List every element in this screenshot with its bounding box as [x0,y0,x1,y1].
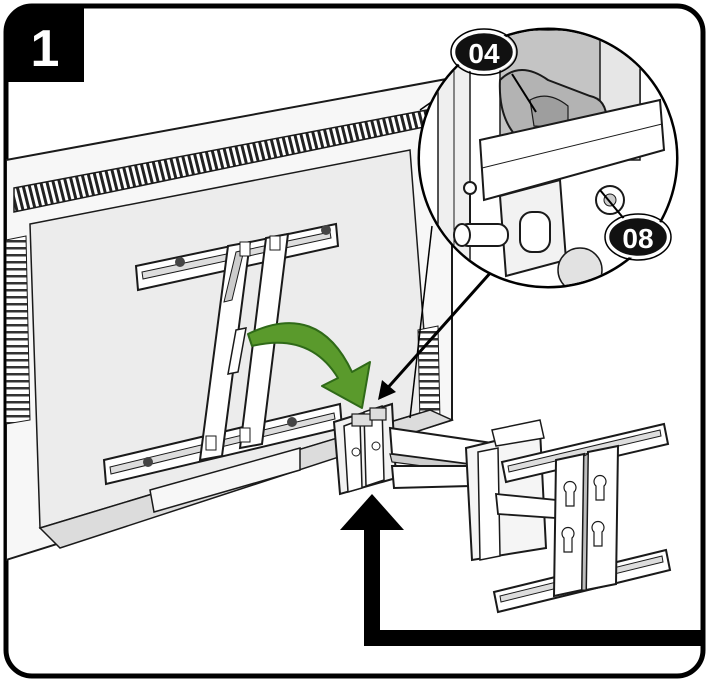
step-number-badge: 1 [6,6,84,82]
pointer-arrow-icon [378,261,502,400]
callout-08-badge: 08 [604,213,672,261]
tv-adapter-bracket [102,222,344,486]
zoom-guide-line [409,225,433,419]
upward-direction-arrow-icon [340,494,703,646]
callout-08-label: 08 [622,223,653,254]
wall-plate [492,422,672,614]
callout-04-label: 04 [468,38,500,69]
callout-04-badge: 04 [450,28,518,76]
curved-rotation-arrow-icon [247,322,371,409]
step-number: 1 [31,20,60,78]
detail-zoom-circle [417,27,679,289]
